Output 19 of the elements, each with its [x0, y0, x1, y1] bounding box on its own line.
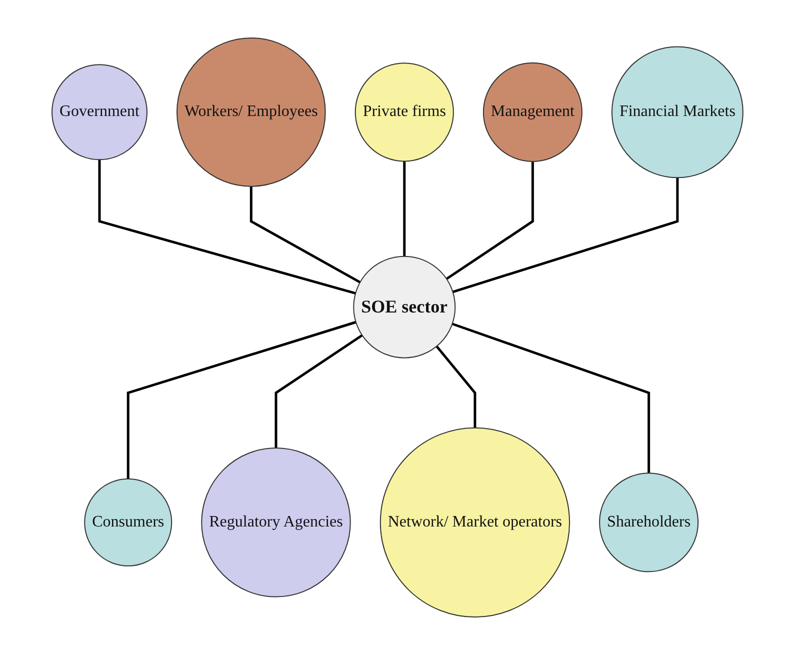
connector	[452, 177, 679, 293]
connector	[126, 320, 356, 478]
connector	[403, 160, 406, 256]
node-circle: Network/ Market operators	[380, 426, 570, 617]
connector	[274, 334, 363, 448]
connector	[436, 344, 476, 428]
connector	[452, 322, 650, 473]
node-circle: Shareholders	[599, 472, 699, 572]
node-circle: Management	[482, 62, 582, 162]
node-circle: Private firms	[354, 62, 454, 162]
connector	[98, 159, 356, 294]
node-circle: Government	[52, 64, 148, 160]
node-circle: Consumers	[84, 478, 172, 566]
node-circle: Regulatory Agencies	[201, 447, 351, 597]
connector	[446, 160, 534, 280]
node-circle: Workers/ Employees	[176, 37, 326, 186]
connector	[250, 186, 361, 283]
node-circle: Financial Markets	[611, 46, 744, 178]
node-circle: SOE sector	[353, 255, 456, 358]
